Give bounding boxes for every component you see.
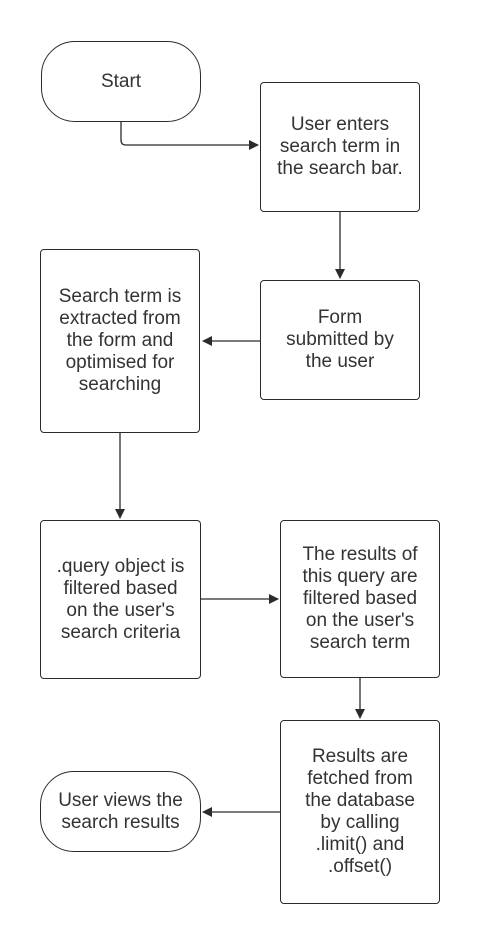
results-filtered-node: The results of this query are filtered b… [280, 520, 440, 678]
search-term-extracted-node: Search term is extracted from the form a… [40, 249, 200, 433]
start-node-label: Start [100, 70, 142, 92]
start-node: Start [41, 41, 201, 122]
query-filtered-node: .query object is filtered based on the u… [40, 520, 201, 679]
search-term-extracted-label: Search term is extracted from the form a… [58, 286, 182, 395]
user-views-results-node: User views the search results [40, 771, 201, 852]
arrow-start-to-enter [120, 122, 259, 150]
form-submitted-label: Form submitted by the user [286, 307, 394, 372]
user-views-results-label: User views the search results [58, 789, 183, 833]
query-filtered-label: .query object is filtered based on the u… [56, 555, 185, 643]
results-fetched-label: Results are fetched from the database by… [305, 746, 415, 877]
results-filtered-label: The results of this query are filtered b… [302, 544, 418, 653]
results-fetched-node: Results are fetched from the database by… [280, 720, 440, 904]
enter-search-term-label: User enters search term in the search ba… [277, 114, 403, 179]
enter-search-term-node: User enters search term in the search ba… [260, 82, 420, 212]
form-submitted-node: Form submitted by the user [260, 280, 420, 400]
